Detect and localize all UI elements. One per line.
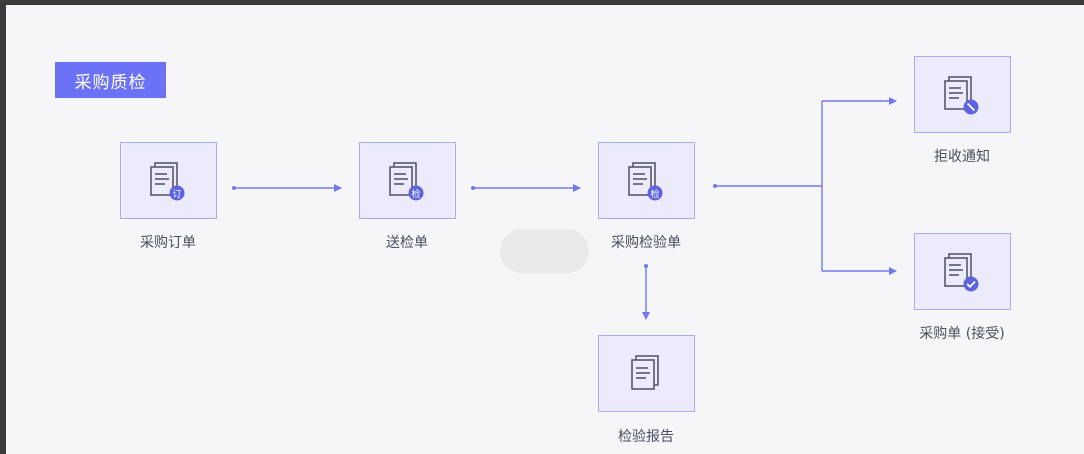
node-label-inspection-report: 检验报告 [618,429,674,445]
document-icon: 检 [627,161,662,200]
node-label-inspection-request: 送检单 [386,235,428,251]
document-icon [943,75,978,114]
badge-text: 检 [411,188,420,200]
reject-icon [963,99,978,114]
check-icon [963,276,978,291]
node-label-purchase-accepted: 采购单 (接受) [919,326,1005,342]
node-label-purchase-order: 采购订单 [140,235,196,251]
badge-circle [647,185,662,200]
badge-text: 订 [172,189,181,200]
document-icon: 订 [149,161,184,200]
node-label-purchase-inspection: 采购检验单 [611,235,681,251]
document-icon [943,252,978,291]
document-icon: 检 [388,161,423,200]
node-inspection-request[interactable]: 检 [359,142,456,219]
document-icon [630,354,659,390]
diagram-title: 采购质检 [55,62,166,98]
badge-text: 检 [650,188,659,200]
node-label-rejection-notice: 拒收通知 [934,149,990,165]
node-purchase-accepted[interactable] [914,233,1011,310]
node-rejection-notice[interactable] [914,56,1011,133]
badge-circle [408,185,423,200]
node-inspection-report[interactable] [598,335,695,412]
blurred-overlay [500,229,589,273]
badge-circle [169,185,184,200]
node-purchase-order[interactable]: 订 [120,142,217,219]
node-purchase-inspection[interactable]: 检 [598,142,695,219]
